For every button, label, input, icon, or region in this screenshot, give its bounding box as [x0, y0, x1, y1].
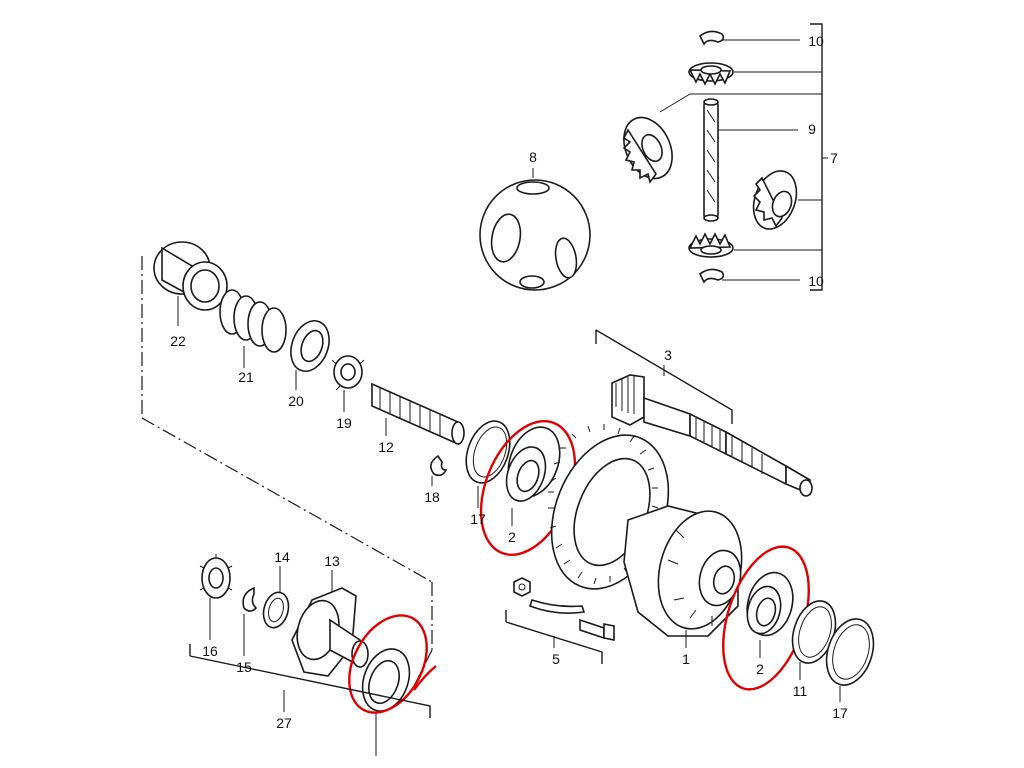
- sealing-ring: [262, 566, 290, 629]
- callout-7: 7: [830, 150, 838, 166]
- callout-5: 5: [552, 651, 560, 667]
- callout-9: 9: [808, 121, 816, 137]
- threaded-sleeve: [153, 241, 228, 326]
- side-gear-left: [622, 116, 673, 184]
- callout-20: 20: [288, 393, 304, 409]
- callout-17-right: 17: [832, 705, 848, 721]
- oil-seal: [361, 648, 411, 756]
- callout-22: 22: [170, 333, 186, 349]
- callout-1: 1: [682, 651, 690, 667]
- pinion-gear-set: [622, 23, 828, 291]
- callout-labels: 10 9 7 10 8 3 22 21 20 19 12 18 17 2 14 …: [170, 33, 848, 731]
- shim: [791, 600, 837, 680]
- lock-plate: [528, 598, 586, 614]
- castle-nut: [331, 355, 365, 412]
- differential-shaft: [703, 98, 719, 222]
- callout-14: 14: [274, 549, 290, 565]
- callout-11: 11: [793, 683, 808, 699]
- callout-21: 21: [238, 369, 254, 385]
- callout-10-bottom: 10: [808, 273, 824, 289]
- taper-roller-bearing-lower: [746, 571, 794, 658]
- callout-12: 12: [378, 439, 394, 455]
- callout-15: 15: [236, 659, 252, 675]
- bolt-set: [505, 577, 615, 664]
- callout-17-left: 17: [470, 511, 486, 527]
- taper-roller-bearing-upper: [505, 426, 561, 526]
- callout-13: 13: [324, 553, 340, 569]
- bolt: [579, 618, 605, 640]
- flange-assembly: [189, 554, 437, 756]
- bevel-pinion-bottom: [688, 232, 734, 258]
- bevel-pinion-top: [688, 62, 734, 86]
- coil-spring: [219, 289, 287, 368]
- splined-shaft: [371, 382, 465, 446]
- circlip-top: [698, 30, 725, 46]
- highlight-circle-oil-seal: [348, 614, 428, 714]
- differential-cage: [479, 168, 591, 291]
- callout-16: 16: [202, 643, 218, 659]
- pinion-drive-shaft: [595, 329, 813, 497]
- drive-flange: [291, 570, 369, 677]
- callout-10-top: 10: [808, 33, 824, 49]
- thrust-washer: [290, 320, 330, 390]
- snap-ring-small: [430, 454, 448, 477]
- nut: [513, 577, 531, 597]
- callout-18: 18: [424, 489, 440, 505]
- o-ring-right: [825, 618, 875, 702]
- callout-27: 27: [276, 715, 292, 731]
- lock-washer: [199, 554, 233, 640]
- callout-2-lower: 2: [756, 661, 764, 677]
- assembly-outline: [141, 256, 433, 691]
- callout-8: 8: [529, 149, 537, 165]
- o-ring-left: [465, 420, 511, 508]
- callout-2-upper: 2: [508, 529, 516, 545]
- side-gear-right: [752, 170, 798, 230]
- circlip-flange: [242, 586, 258, 612]
- circlip-bottom: [698, 268, 725, 284]
- callout-19: 19: [336, 415, 352, 431]
- callout-3: 3: [664, 347, 672, 363]
- differential-housing: [623, 505, 743, 648]
